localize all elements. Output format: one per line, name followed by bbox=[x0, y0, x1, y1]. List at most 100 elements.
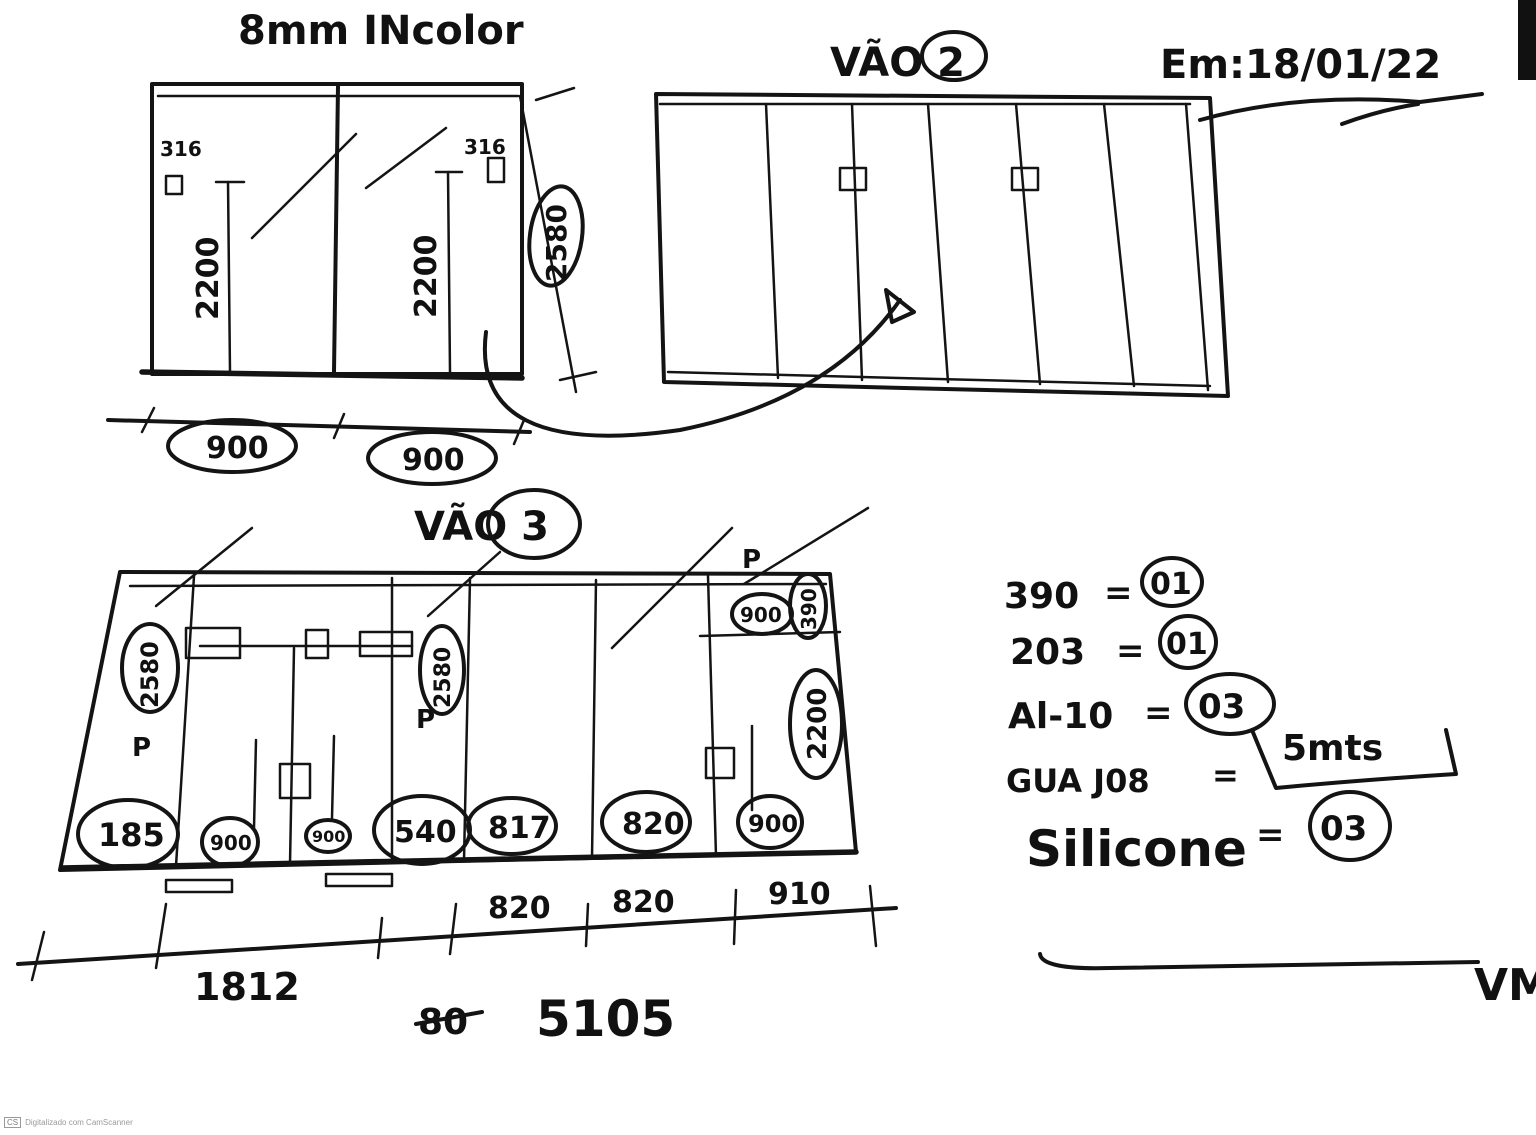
view3-handle bbox=[704, 746, 736, 780]
view3-floor-line bbox=[59, 849, 859, 871]
view1-divider bbox=[332, 84, 340, 374]
material-qty: 01 bbox=[1150, 567, 1192, 602]
view2-elevation: VÃO 2 bbox=[654, 30, 1230, 398]
view2-title-circle bbox=[920, 30, 988, 82]
date-label: Em:18/01/22 bbox=[1160, 42, 1441, 88]
view3-width-line bbox=[16, 906, 898, 966]
material-qty: 03 bbox=[1320, 809, 1367, 849]
scanner-label: Digitalizado com CamScanner bbox=[25, 1118, 133, 1127]
view1-height-left: 2200 bbox=[191, 237, 226, 321]
view3-glass-hatch bbox=[610, 526, 734, 650]
view3-height-left: 2580 bbox=[136, 641, 164, 708]
material-qty-circle bbox=[1158, 614, 1218, 670]
view3-bottom-label: 540 bbox=[394, 815, 457, 850]
view1-tick bbox=[140, 406, 156, 434]
material-code: Al-10 bbox=[1008, 696, 1113, 737]
material-qty-circle bbox=[1308, 790, 1392, 862]
view1-dim-top-right: 316 bbox=[464, 135, 506, 159]
view2-panel-line bbox=[1014, 102, 1042, 386]
date-underline-2 bbox=[1340, 102, 1420, 126]
material-code: 203 bbox=[1010, 632, 1085, 673]
equals-sign: = bbox=[1256, 815, 1285, 855]
view1-height-line-left bbox=[226, 180, 232, 374]
view3-glass-hatch bbox=[426, 550, 502, 618]
view1-hinge bbox=[486, 156, 506, 184]
scan-edge bbox=[1518, 0, 1536, 80]
view3-title: VÃO 3 bbox=[414, 501, 549, 550]
material-code: Silicone bbox=[1026, 820, 1247, 878]
view3-height-mid-circle bbox=[418, 624, 466, 716]
view3-bottom-label: 900 bbox=[210, 831, 252, 855]
view3-bottom-circle bbox=[304, 818, 352, 854]
view3-tick bbox=[154, 902, 168, 970]
view3-door-line bbox=[288, 646, 296, 866]
view1-width-left: 900 bbox=[206, 431, 269, 466]
view3-dim-b: 820 bbox=[612, 885, 675, 920]
view3-mark-mid: P bbox=[416, 705, 435, 735]
view1-tick bbox=[332, 412, 346, 440]
view3-tick bbox=[868, 884, 878, 948]
equals-sign: = bbox=[1144, 693, 1173, 733]
view3-handle bbox=[278, 762, 312, 800]
view2-hinge bbox=[838, 166, 868, 192]
scanner-footer: CS Digitalizado com CamScanner bbox=[4, 1117, 133, 1128]
view2-panel-line bbox=[850, 102, 864, 382]
material-qty-circle bbox=[1184, 672, 1276, 736]
link-arrow bbox=[482, 298, 902, 438]
material-code: GUA J08 bbox=[1006, 762, 1150, 800]
view2-hinge bbox=[1010, 166, 1040, 192]
view3-bottom-label: 900 bbox=[748, 810, 798, 838]
material-qty: 01 bbox=[1166, 627, 1208, 662]
view3-bottom-circle bbox=[200, 816, 260, 868]
view3-height-right: 2200 bbox=[803, 688, 833, 760]
view1-glass-hatch bbox=[364, 126, 448, 190]
view1-hinge bbox=[164, 174, 184, 196]
equals-sign: = bbox=[1212, 756, 1239, 794]
view2-panel-line bbox=[764, 102, 780, 380]
view3-top-right-height-circle bbox=[788, 572, 828, 640]
view1-width-left-circle bbox=[166, 418, 298, 474]
view1-height-total: 2580 bbox=[540, 204, 573, 282]
equals-sign: = bbox=[1104, 573, 1133, 613]
view3-tick bbox=[376, 916, 384, 960]
view3-title-circle bbox=[486, 488, 582, 560]
material-code: 390 bbox=[1004, 576, 1079, 617]
view3-elevation: VÃO 3 P P P 2580 2580 bbox=[16, 488, 898, 1048]
view3-mark-left: P bbox=[132, 733, 151, 763]
view1-tick bbox=[512, 418, 526, 446]
view1-elevation: 316 316 2200 2200 2580 900 900 bbox=[106, 82, 598, 486]
material-qty: 03 bbox=[1198, 687, 1245, 727]
view3-bottom-circle bbox=[466, 796, 558, 856]
view3-height-mid: 2580 bbox=[431, 647, 456, 708]
glass-type-label: 8mm INcolor bbox=[238, 8, 524, 54]
view3-bottom-label: 820 bbox=[622, 807, 685, 842]
view3-tick bbox=[30, 930, 46, 982]
view1-dim-top-left: 316 bbox=[160, 137, 202, 161]
material-qty: 5mts bbox=[1282, 728, 1383, 769]
view3-tick bbox=[448, 902, 458, 956]
view2-panel-line bbox=[1102, 102, 1136, 388]
view3-mark-top: P bbox=[742, 545, 761, 575]
view1-height-line-right bbox=[446, 170, 452, 374]
view3-top-rail bbox=[128, 582, 828, 588]
view3-top-right-width: 900 bbox=[740, 603, 782, 627]
view3-hinge bbox=[358, 630, 414, 658]
view2-panel-line bbox=[926, 102, 950, 384]
view3-floor-plate bbox=[324, 872, 394, 888]
camscanner-icon: CS bbox=[4, 1117, 22, 1128]
view1-glass-hatch bbox=[250, 132, 358, 240]
view2-side-rail bbox=[1184, 102, 1210, 392]
view1-height-total-circle bbox=[527, 184, 585, 288]
view3-glass-hatch bbox=[154, 526, 254, 608]
view3-strike-line bbox=[414, 1010, 484, 1026]
materials-list: 390 = 01 203 = 01 Al-10 = 03 GUA J08 = 5… bbox=[1004, 556, 1458, 878]
view3-bottom-label: 900 bbox=[312, 827, 345, 846]
view3-panel-line bbox=[590, 578, 598, 860]
view3-bottom-label: 185 bbox=[98, 816, 165, 854]
view3-dim-a: 820 bbox=[488, 891, 551, 926]
view3-height-right-circle bbox=[788, 668, 844, 780]
arrow-head-icon bbox=[884, 288, 916, 324]
view2-bottom-rail bbox=[666, 370, 1212, 388]
view2-frame bbox=[654, 92, 1230, 398]
